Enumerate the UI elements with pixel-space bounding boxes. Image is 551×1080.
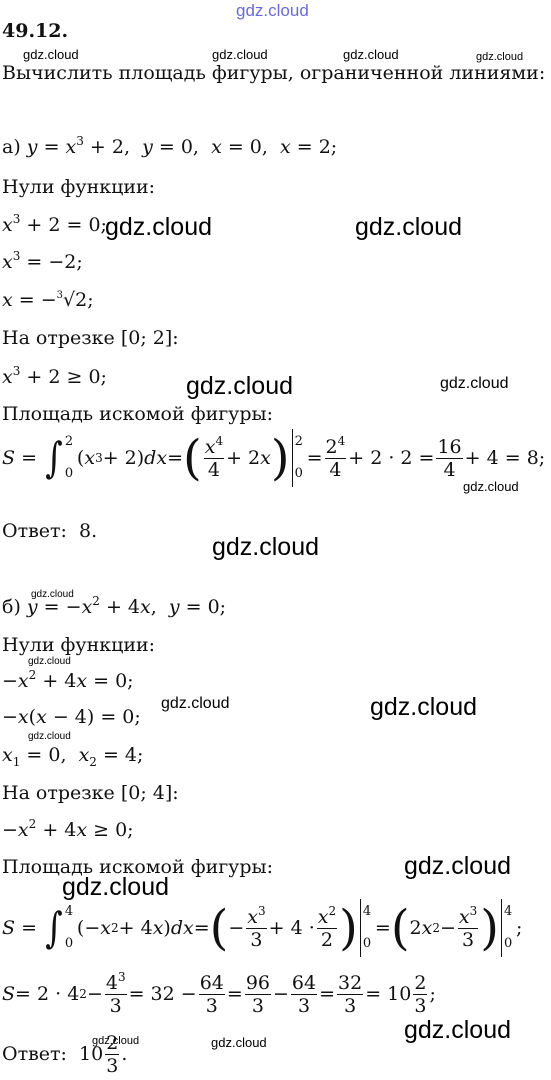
watermark: gdz.cloud	[463, 479, 519, 494]
watermark: gdz.cloud	[92, 1035, 140, 1047]
watermark: gdz.cloud	[28, 731, 71, 742]
part-a-answer-label: Ответ:	[2, 520, 67, 542]
problem-number: 49.12.	[2, 20, 69, 42]
watermark: gdz.cloud	[404, 852, 512, 880]
part-a-ineq: x3 + 2 ≥ 0;	[2, 364, 107, 388]
part-a-zeros-label: Нули функции:	[2, 176, 156, 198]
part-b-area-label: Площадь искомой фигуры:	[2, 856, 274, 878]
watermark: gdz.cloud	[186, 372, 294, 400]
part-b-answer-label: Ответ:	[2, 1043, 67, 1065]
part-b-ineq: −x2 + 4x ≥ 0;	[2, 817, 134, 841]
part-b-eq1: −x2 + 4x = 0;	[2, 668, 134, 692]
watermark: gdz.cloud	[440, 375, 509, 392]
watermark: gdz.cloud	[212, 47, 268, 62]
part-a-eq1: x3 + 2 = 0;	[2, 212, 107, 236]
watermark: gdz.cloud	[211, 1035, 267, 1050]
watermark: gdz.cloud	[404, 1016, 512, 1044]
part-a-condition: а) y = x3 + 2, y = 0, x = 0, x = 2;	[2, 134, 338, 158]
part-b-eq2: −x(x − 4) = 0;	[2, 706, 141, 728]
task-statement: Вычислить площадь фигуры, ограниченной л…	[2, 62, 546, 84]
part-a-eq3: x = −3√2;	[2, 289, 94, 311]
watermark: gdz.cloud	[236, 1, 309, 20]
part-a-segment-label: На отрезке [0; 2]:	[2, 327, 179, 349]
watermark: gdz.cloud	[212, 533, 320, 561]
part-a-eq2: x3 = −2;	[2, 249, 83, 273]
part-b-roots: x1 = 0, x2 = 4;	[2, 744, 144, 769]
part-b-condition: б) y = −x2 + 4x, y = 0;	[2, 594, 227, 618]
watermark: gdz.cloud	[355, 213, 463, 241]
part-a-answer: Ответ: 8.	[2, 520, 97, 542]
watermark: gdz.cloud	[343, 47, 399, 62]
part-b-label: б)	[2, 596, 21, 618]
watermark: gdz.cloud	[476, 51, 524, 63]
watermark: gdz.cloud	[370, 693, 478, 721]
watermark: gdz.cloud	[161, 695, 230, 712]
part-a-area-label: Площадь искомой фигуры:	[2, 403, 274, 425]
watermark: gdz.cloud	[31, 589, 74, 600]
part-b-segment-label: На отрезке [0; 4]:	[2, 782, 179, 804]
part-a-answer-value: 8.	[79, 520, 98, 542]
watermark: gdz.cloud	[28, 656, 71, 667]
watermark: gdz.cloud	[105, 213, 213, 241]
part-a-label: а)	[2, 136, 21, 158]
watermark: gdz.cloud	[62, 873, 170, 901]
part-b-zeros-label: Нули функции:	[2, 634, 156, 656]
watermark: gdz.cloud	[23, 47, 79, 62]
